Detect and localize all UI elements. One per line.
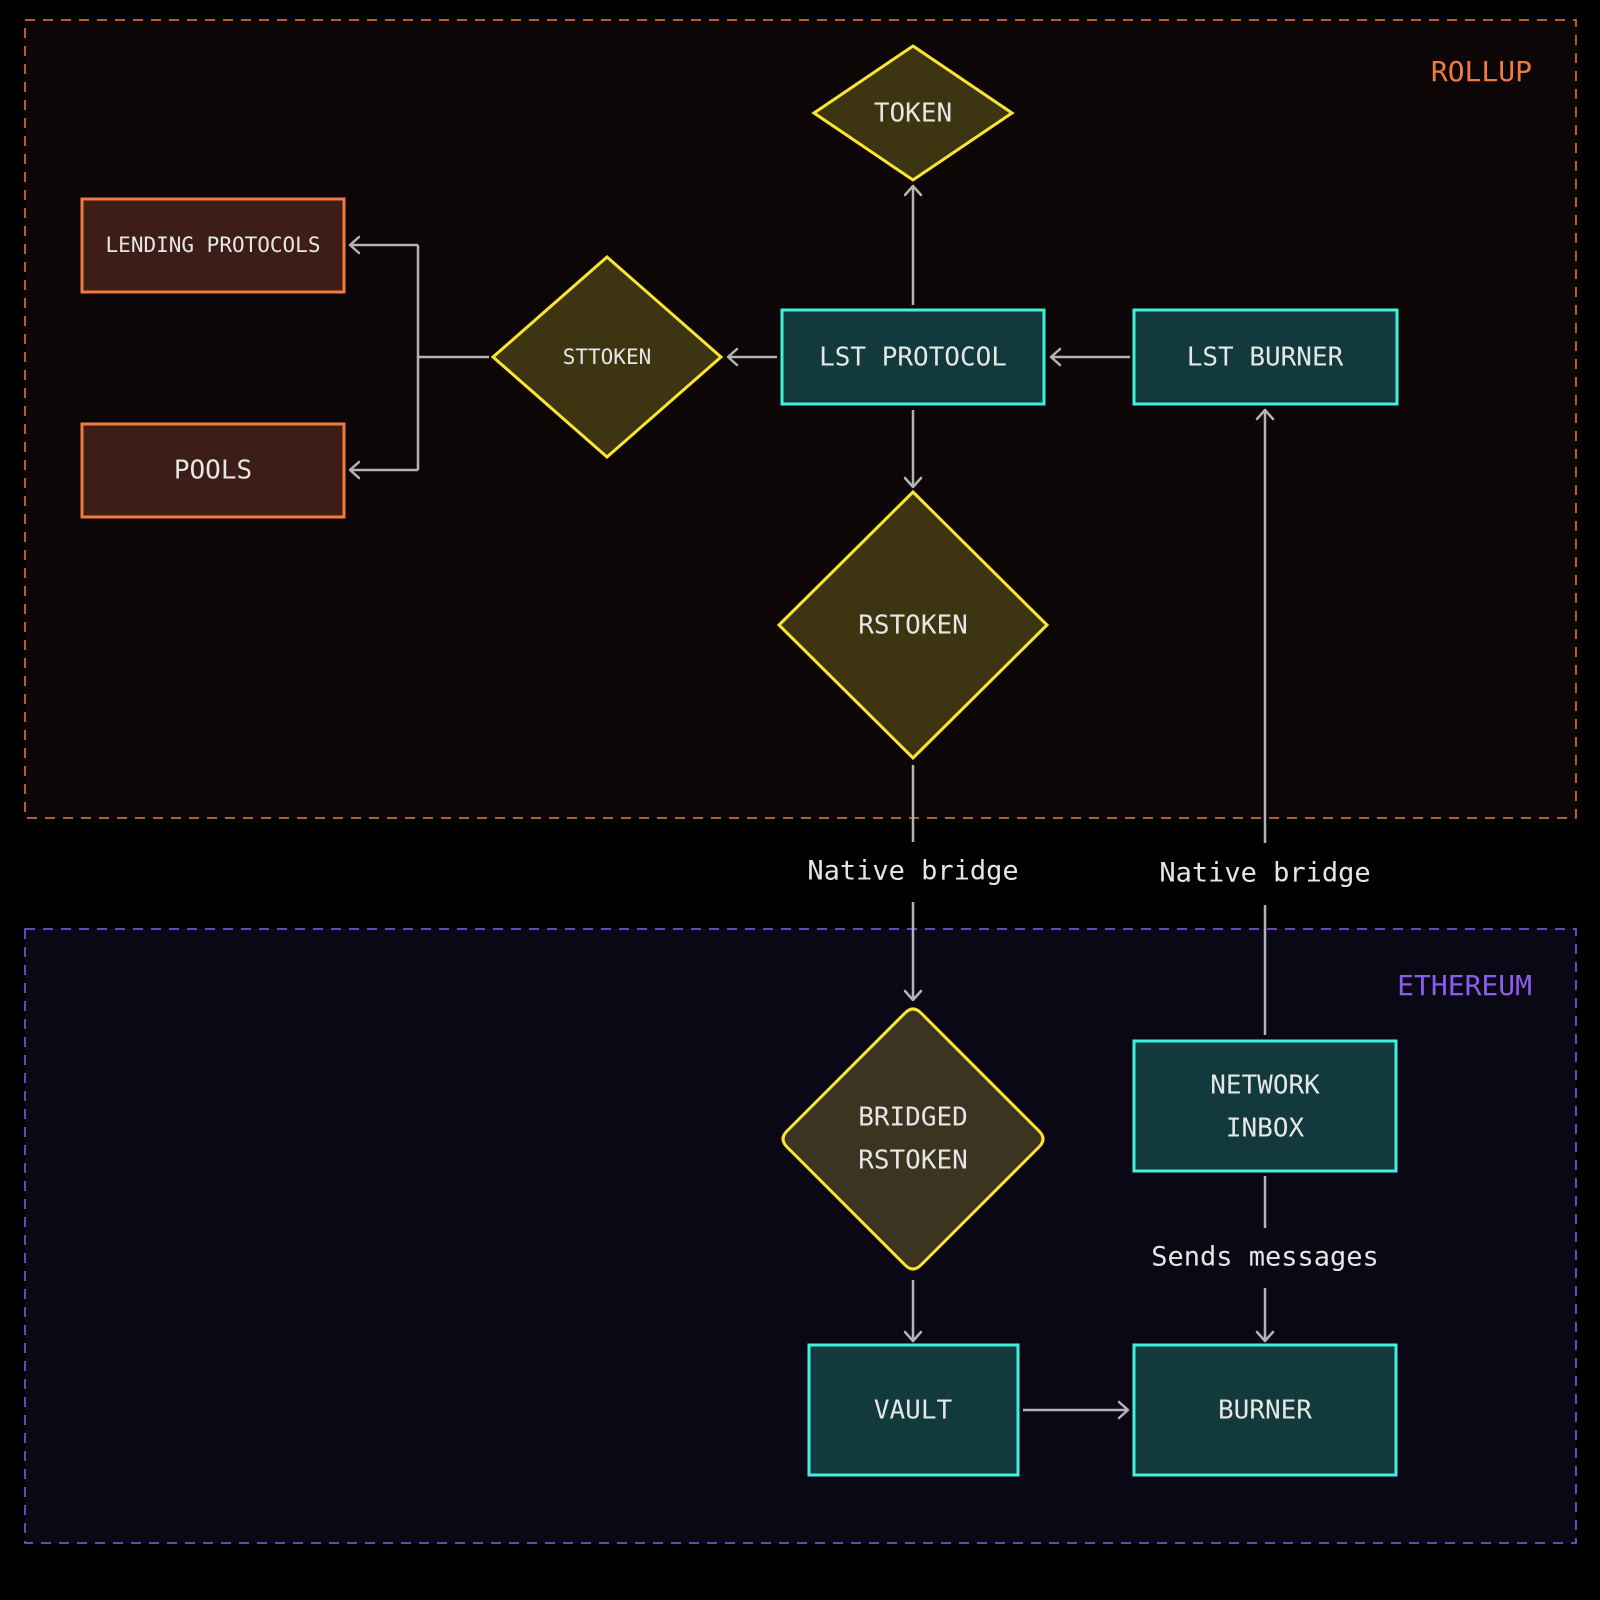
rollup-label: ROLLUP bbox=[1431, 55, 1532, 88]
vault-label: VAULT bbox=[874, 1396, 953, 1426]
arrowhead-left-icon bbox=[1049, 347, 1062, 367]
node-network-inbox: NETWORK INBOX bbox=[1132, 1039, 1398, 1173]
arrowhead-left-icon bbox=[348, 235, 361, 255]
node-vault: VAULT bbox=[807, 1343, 1020, 1477]
node-lst-burner: LST BURNER bbox=[1132, 308, 1399, 406]
arrowhead-down-icon bbox=[1255, 1330, 1275, 1343]
node-lst-protocol: LST PROTOCOL bbox=[780, 308, 1046, 406]
network-inbox-label-line1: NETWORK bbox=[1210, 1071, 1320, 1101]
edge-label-sends-messages: Sends messages bbox=[1151, 1242, 1379, 1273]
pools-label: POOLS bbox=[174, 456, 252, 486]
burner-label: BURNER bbox=[1218, 1396, 1312, 1426]
lst-burner-label: LST BURNER bbox=[1187, 343, 1344, 373]
ethereum-label: ETHEREUM bbox=[1397, 969, 1532, 1002]
arrowhead-left-icon bbox=[348, 460, 361, 480]
node-lending-protocols: LENDING PROTOCOLS bbox=[80, 197, 346, 294]
arrowhead-up-icon bbox=[1255, 408, 1275, 421]
node-token: TOKEN bbox=[811, 44, 1015, 182]
sttoken-diamond bbox=[490, 255, 724, 459]
lst-burner-box bbox=[1132, 308, 1399, 406]
node-rstoken: RSTOKEN bbox=[776, 489, 1050, 761]
rstoken-label: RSTOKEN bbox=[858, 611, 968, 641]
token-label: TOKEN bbox=[874, 99, 952, 129]
network-inbox-box bbox=[1132, 1039, 1398, 1173]
edge-label-native-bridge-up: Native bridge bbox=[1159, 858, 1370, 889]
arrowhead-up-icon bbox=[903, 184, 923, 197]
rstoken-diamond bbox=[776, 489, 1050, 761]
arrowhead-down-icon bbox=[903, 1330, 923, 1343]
arrowhead-right-icon bbox=[1117, 1400, 1130, 1420]
edges bbox=[348, 184, 1275, 1420]
rollup-boundary bbox=[24, 19, 1577, 819]
token-diamond bbox=[811, 44, 1015, 182]
node-burner: BURNER bbox=[1132, 1343, 1398, 1477]
lending-protocols-label: LENDING PROTOCOLS bbox=[106, 233, 321, 257]
vault-box bbox=[807, 1343, 1020, 1477]
arrowhead-down-icon bbox=[903, 476, 923, 489]
rollup-region: ROLLUP bbox=[24, 19, 1577, 819]
edge-label-native-bridge-down: Native bridge bbox=[807, 856, 1018, 887]
burner-box bbox=[1132, 1343, 1398, 1477]
sttoken-label: STTOKEN bbox=[563, 345, 652, 369]
node-sttoken: STTOKEN bbox=[490, 255, 724, 459]
bridged-rstoken-label-line1: BRIDGED bbox=[858, 1103, 968, 1133]
lending-protocols-box bbox=[80, 197, 346, 294]
lst-protocol-label: LST PROTOCOL bbox=[819, 343, 1007, 373]
bridged-rstoken-label-line2: RSTOKEN bbox=[858, 1146, 968, 1176]
network-inbox-label-line2: INBOX bbox=[1226, 1114, 1305, 1144]
node-bridged-rstoken: BRIDGED RSTOKEN bbox=[781, 1007, 1045, 1271]
arrowhead-left-icon bbox=[726, 347, 739, 367]
node-pools: POOLS bbox=[80, 422, 346, 519]
pools-box bbox=[80, 422, 346, 519]
bridged-rstoken-diamond bbox=[781, 1007, 1045, 1271]
lst-protocol-box bbox=[780, 308, 1046, 406]
arrowhead-down-icon bbox=[903, 989, 923, 1002]
